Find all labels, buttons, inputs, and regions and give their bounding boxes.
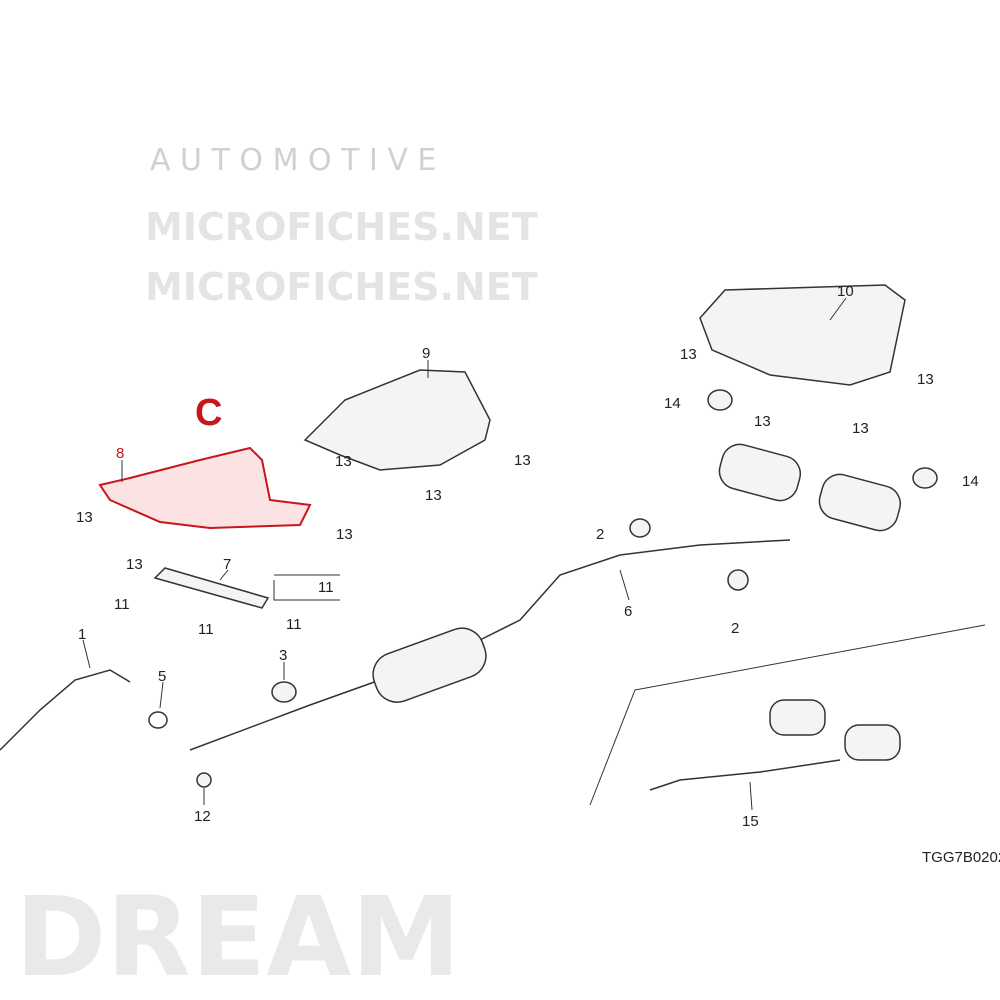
- heat-shield-9: [303, 369, 491, 471]
- callout-13: 13: [680, 346, 697, 363]
- rear-muffler-left: [718, 443, 802, 502]
- rubber-mount-2a: [629, 518, 651, 538]
- callout-13: 13: [852, 420, 869, 437]
- callout-13: 13: [336, 526, 353, 543]
- callout-13: 13: [126, 556, 143, 573]
- callout-2: 2: [731, 620, 739, 637]
- callout-11: 11: [318, 579, 334, 596]
- callout-14: 14: [664, 395, 681, 412]
- callout-9: 9: [422, 345, 430, 362]
- callout-15: 15: [742, 813, 759, 830]
- callout-13: 13: [514, 452, 531, 469]
- center-muffler: [372, 627, 487, 703]
- rubber-mount-14b: [912, 467, 938, 489]
- callout-13: 13: [335, 453, 352, 470]
- nut-12: [196, 772, 212, 788]
- pipe-15: [649, 759, 841, 791]
- callout-11: 11: [114, 596, 130, 613]
- callout-3: 3: [279, 647, 287, 664]
- diagram-code: TGG7B0202: [922, 849, 1000, 866]
- callout-12: 12: [194, 808, 211, 825]
- heat-shield-8-highlighted: [98, 446, 312, 530]
- callout-13: 13: [917, 371, 934, 388]
- rubber-mount-3: [271, 681, 297, 703]
- callout-5: 5: [158, 668, 166, 685]
- callout-13: 13: [754, 413, 771, 430]
- inset-muffler-right: [844, 724, 901, 761]
- pipe-1: [0, 669, 131, 751]
- callout-6: 6: [624, 603, 632, 620]
- bracket-7: [153, 567, 270, 609]
- gasket-5: [148, 711, 168, 729]
- watermark-site-top: MICROFICHES.NET: [145, 265, 538, 309]
- callout-11: 11: [286, 616, 302, 633]
- rubber-mount-14a: [707, 389, 733, 411]
- heat-shield-10: [699, 284, 906, 386]
- watermark-brand: DREAM: [15, 873, 461, 1000]
- callout-11: 11: [198, 621, 214, 638]
- leader-lines: [82, 297, 847, 811]
- inset-muffler-left: [769, 699, 826, 736]
- inset-divider: [589, 624, 986, 806]
- pipe-6: [189, 539, 791, 751]
- watermark-brand-sub: A U T O M O T I V E: [150, 143, 436, 178]
- callout-2: 2: [596, 526, 604, 543]
- callout-7: 7: [223, 556, 231, 573]
- rubber-mount-2b: [727, 569, 749, 591]
- rear-muffler-right: [818, 473, 902, 532]
- callout-10: 10: [837, 283, 854, 300]
- watermark-site-bottom: MICROFICHES.NET: [145, 205, 538, 249]
- section-letter: C: [195, 392, 222, 434]
- callout-13: 13: [425, 487, 442, 504]
- callout-13: 13: [76, 509, 93, 526]
- callout-8: 8: [116, 445, 124, 462]
- callout-14: 14: [962, 473, 979, 490]
- callout-1: 1: [78, 626, 86, 643]
